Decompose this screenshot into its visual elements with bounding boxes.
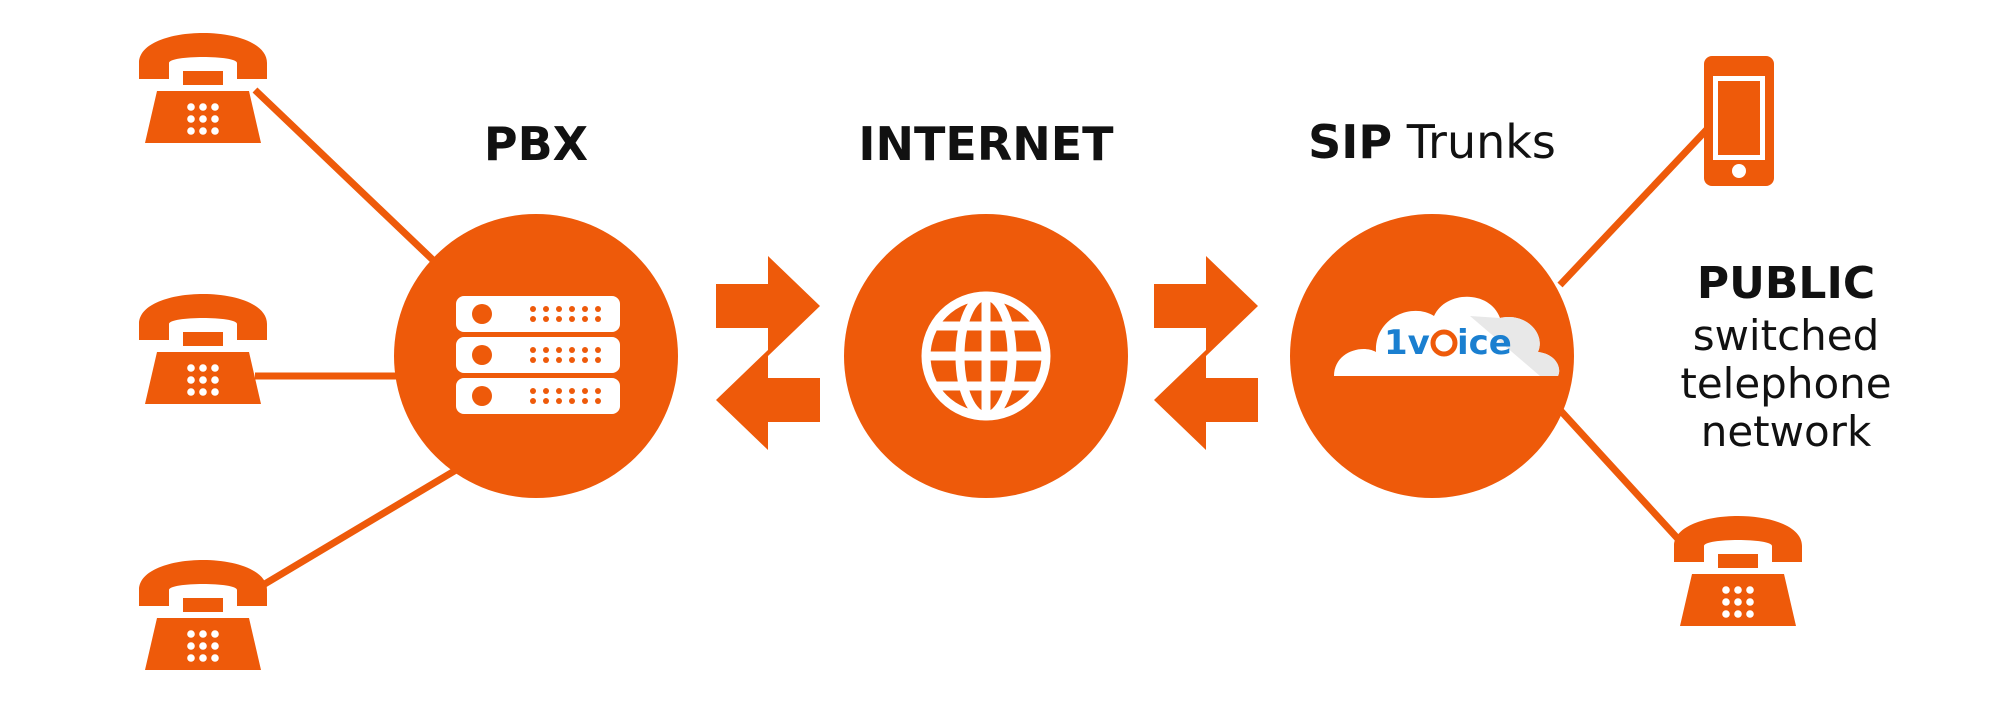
telephone-icon [139, 560, 267, 670]
sip-trunks-label: SIP Trunks [1308, 115, 1556, 169]
bidirectional-arrows-icon [716, 256, 820, 450]
line-phone1-pbx [252, 87, 438, 265]
line-sip-phone [1557, 407, 1693, 555]
telephone-icon [139, 294, 267, 404]
svg-text:ice: ice [1457, 323, 1512, 363]
line-phone3-pbx [256, 466, 458, 592]
svg-text:1v: 1v [1384, 323, 1430, 363]
globe-icon [921, 291, 1051, 421]
telephone-icon [1674, 516, 1802, 626]
trunks-label: Trunks [1406, 115, 1556, 169]
mobile-phone-icon [1704, 56, 1774, 186]
cloud-icon [1334, 296, 1560, 376]
bidirectional-arrows-icon [1154, 256, 1258, 450]
pbx-label: PBX [484, 117, 588, 171]
telephone-icon [139, 33, 267, 143]
1voice-logo: 1v ice [1384, 323, 1512, 363]
server-icon [456, 296, 620, 414]
sip-trunks-node: 1v ice [1290, 214, 1574, 498]
pstn-switched: switched [1693, 311, 1880, 360]
pbx-node [394, 214, 678, 498]
internet-label: INTERNET [858, 117, 1114, 171]
pstn-public: PUBLIC [1697, 258, 1875, 309]
internet-node [844, 214, 1128, 498]
pstn-network: network [1701, 407, 1872, 456]
sip-label: SIP [1308, 115, 1392, 169]
connector-lines [252, 87, 1715, 592]
pstn-label: PUBLIC switched telephone network [1680, 258, 1891, 456]
line-sip-mobile [1557, 121, 1715, 288]
pstn-telephone: telephone [1680, 359, 1891, 408]
